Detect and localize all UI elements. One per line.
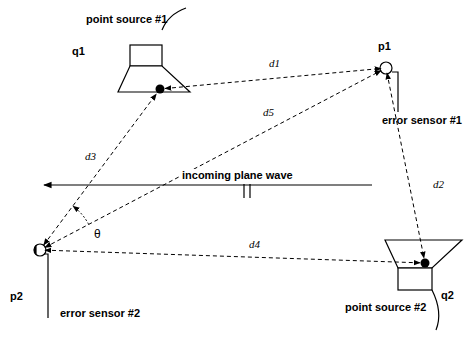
error-sensor: p2error sensor #2 — [35, 245, 45, 255]
symbol-name: q1 — [72, 45, 85, 58]
symbol-name: p1 — [378, 40, 391, 53]
sensor-symbol — [34, 244, 48, 318]
source-dot — [421, 259, 430, 268]
distance-label: d4 — [248, 238, 261, 251]
angle-arc — [73, 206, 89, 224]
distance-line — [165, 68, 381, 88]
sensor-label: error sensor #2 — [60, 307, 140, 320]
symbol-name: q2 — [441, 289, 454, 302]
sensor-label: error sensor #1 — [382, 114, 462, 127]
wave-label: incoming plane wave — [180, 169, 295, 182]
distance-line — [44, 94, 157, 245]
distance-label: d1 — [268, 57, 281, 70]
distance-label: d2 — [432, 178, 445, 191]
sensor-symbol — [380, 62, 398, 112]
distance-label: d3 — [84, 150, 97, 163]
source-label: point source #1 — [86, 13, 167, 26]
distance-label: d5 — [262, 106, 275, 119]
source-dot — [156, 85, 165, 94]
error-sensor: p1error sensor #1 — [381, 63, 391, 73]
source-label: point source #2 — [345, 301, 426, 314]
point-source: point source #1q1 — [155, 84, 165, 94]
symbol-name: p2 — [10, 290, 23, 303]
distance-line — [387, 73, 424, 258]
point-source: point source #2q2 — [420, 258, 430, 268]
angle-label: θ — [92, 228, 103, 241]
distance-line — [45, 71, 381, 248]
plane-wave-arrow — [44, 184, 372, 198]
distance-line — [45, 250, 420, 263]
